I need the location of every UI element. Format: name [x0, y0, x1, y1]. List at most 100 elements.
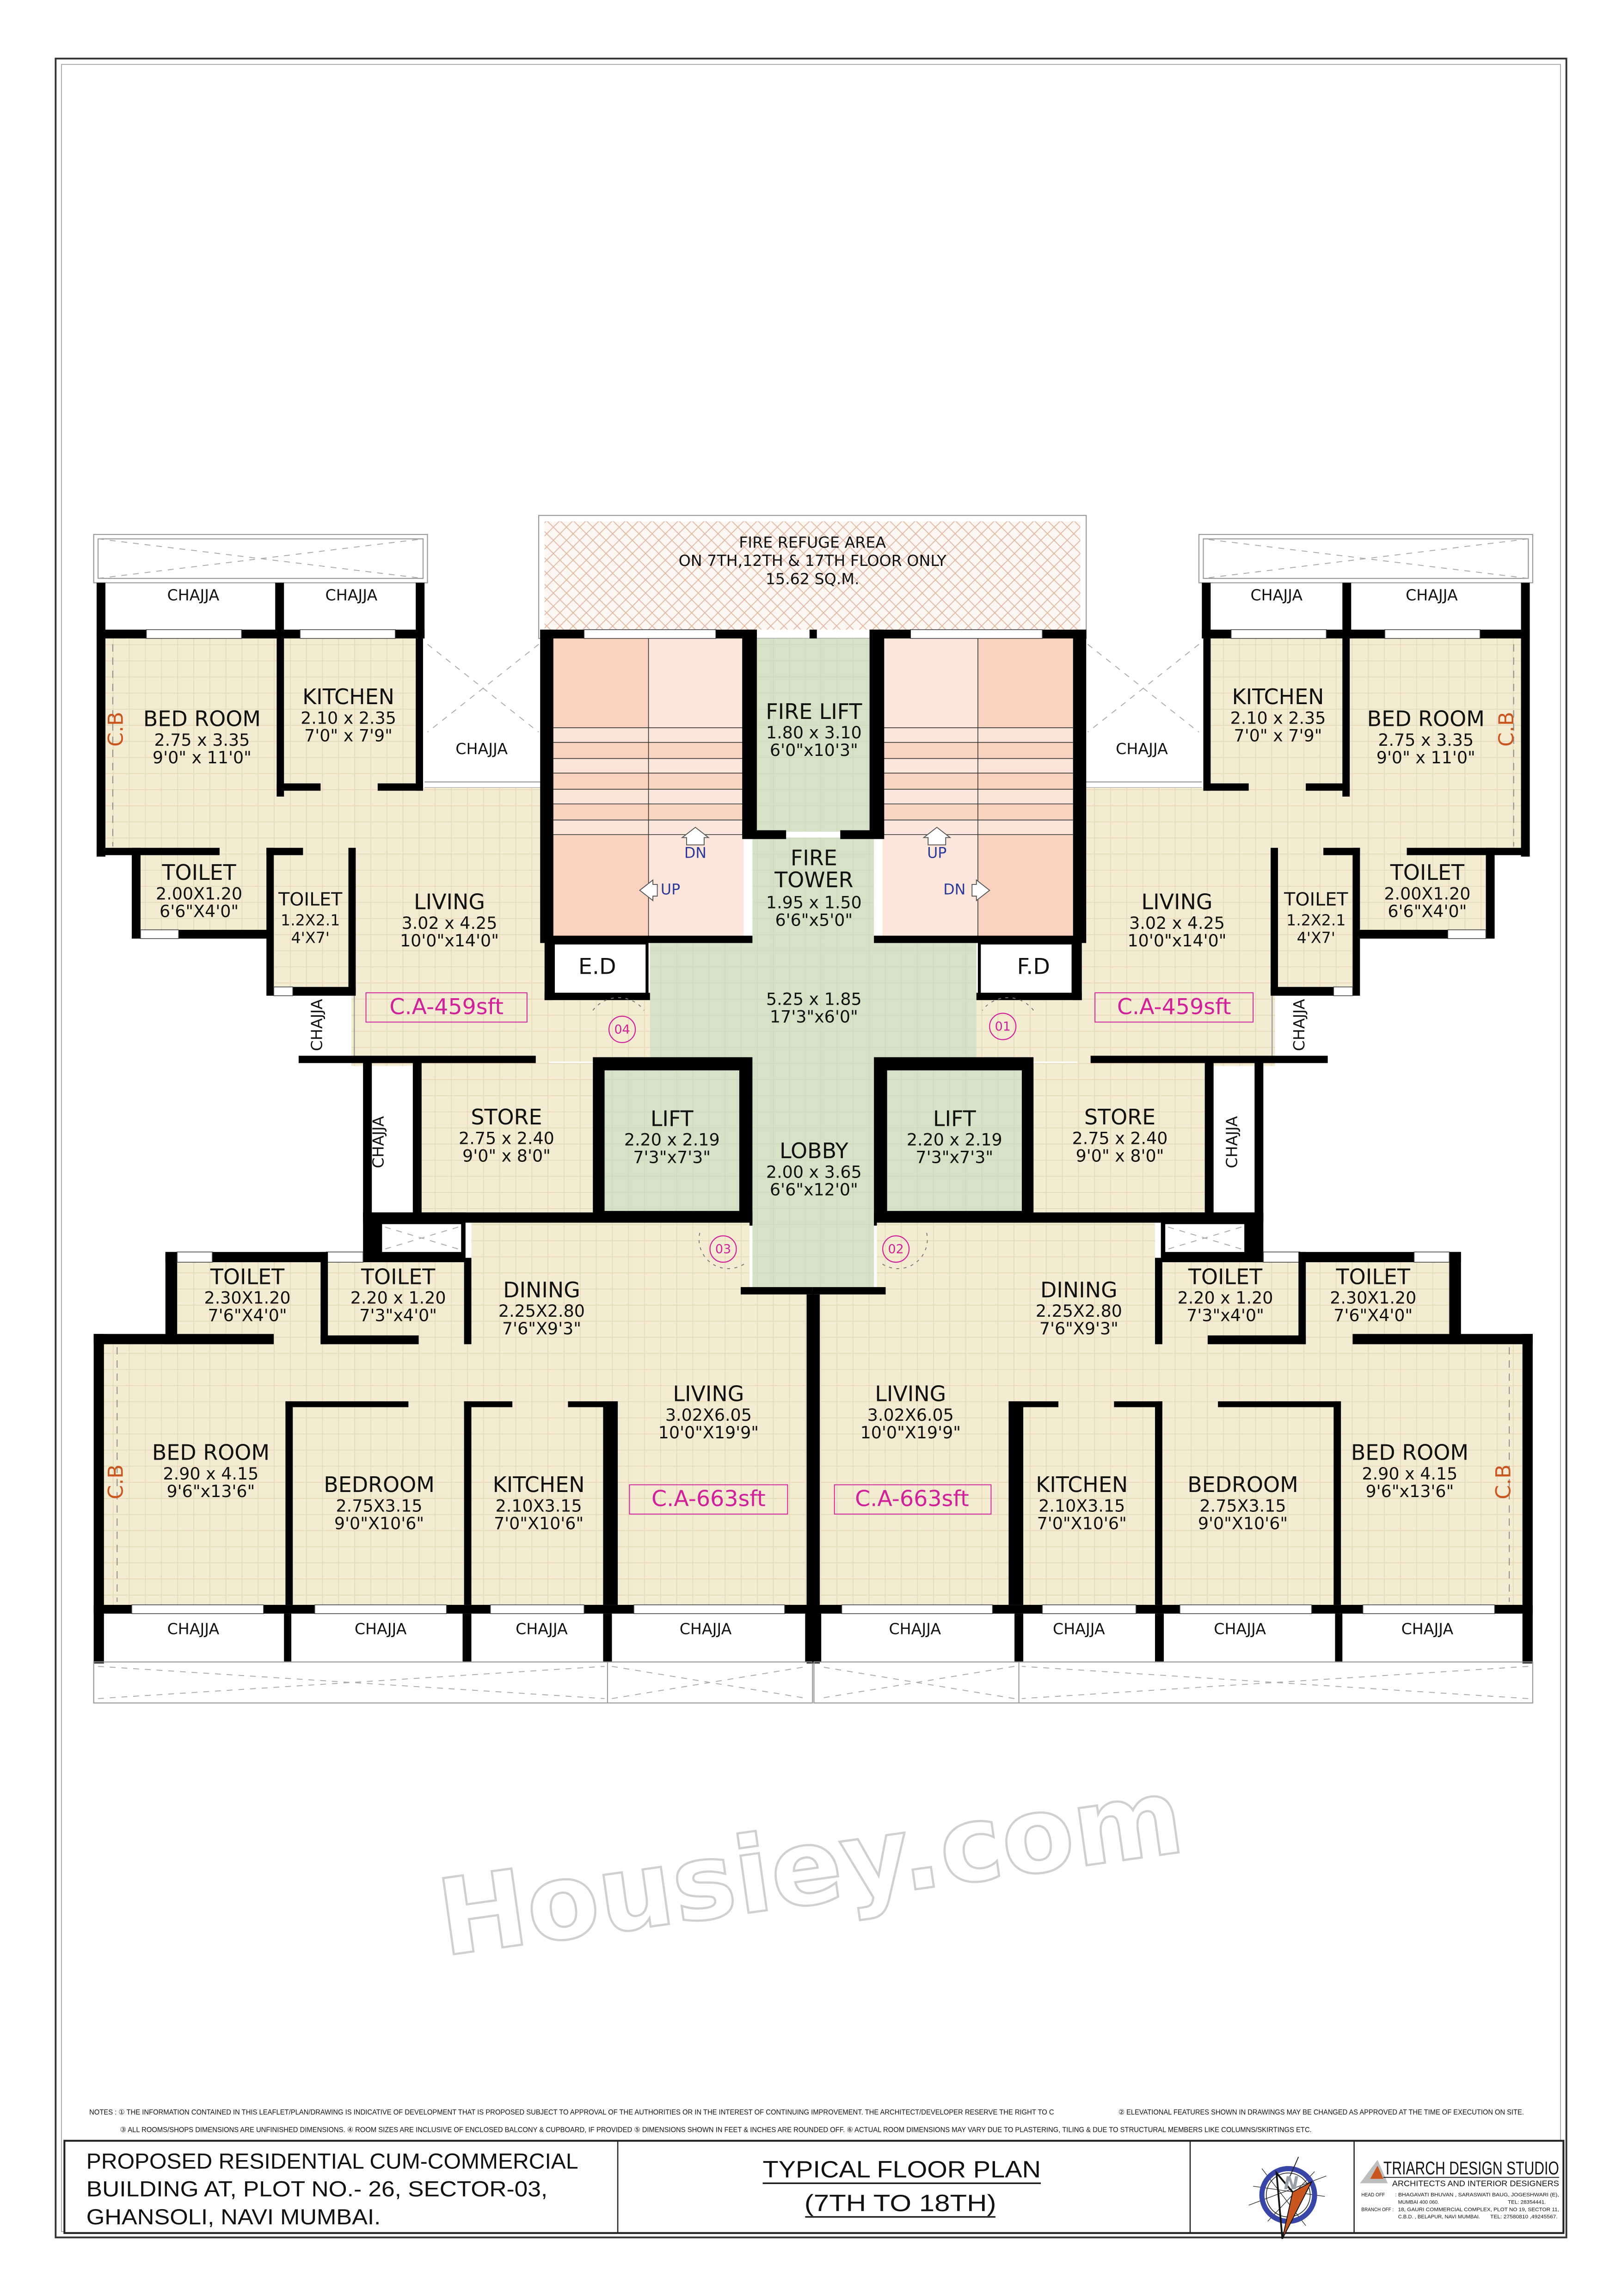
chajja-label: CHAJJA [1214, 1620, 1266, 1638]
chajja-label: CHAJJA [1401, 1620, 1454, 1638]
room-size-imperial: 9'0" x 11'0" [153, 748, 252, 767]
room-size-metric: 2.75 x 3.35 [1378, 730, 1474, 750]
room-name: BED ROOM [152, 1440, 270, 1465]
room-size-imperial: 9'0" x 11'0" [1376, 748, 1475, 767]
chajja-label: CHAJJA [308, 999, 326, 1051]
room-name: FIRE [791, 846, 837, 871]
room-size-imperial: 7'6"X4'0" [1333, 1306, 1413, 1326]
room-size-metric: 2.10 x 2.35 [1230, 708, 1326, 728]
room-size-metric: 5.25 x 1.85 [766, 989, 862, 1009]
room-size-imperial: 9'0"X10'6" [334, 1513, 424, 1533]
unit-number-badge [882, 1235, 910, 1263]
room-size-metric: 2.00X1.20 [1384, 884, 1470, 904]
room-size-imperial: 10'0"x14'0" [400, 931, 499, 951]
fire-duct-label: F.D [1017, 954, 1050, 979]
architect-tagline: ARCHITECTS AND INTERIOR DESIGNERS [1392, 2179, 1559, 2188]
room-size-metric: 2.75X3.15 [336, 1496, 422, 1516]
room-name: DINING [1040, 1277, 1118, 1302]
unit-number-badge [608, 1015, 636, 1044]
room-size-metric: 1.2X2.1 [281, 911, 340, 929]
room-size-imperial: 7'3"x4'0" [1186, 1306, 1264, 1326]
room-size-metric: 2.75 x 2.40 [459, 1128, 554, 1148]
room-size-imperial: 7'6"X9'3" [502, 1319, 581, 1338]
carpet-area-box [365, 992, 528, 1023]
room-size-metric: 2.30X1.20 [1330, 1288, 1416, 1308]
watermark: Housiey.com [430, 1754, 1190, 1980]
drawing-subtitle: (7TH TO 18TH) [805, 2190, 996, 2216]
chajja-label: CHAJJA [516, 1620, 568, 1638]
refuge-line1: FIRE REFUGE AREA [739, 533, 886, 551]
chajja-label: CHAJJA [1053, 1620, 1105, 1638]
room-name: BED ROOM [143, 706, 261, 731]
room-size-metric: 2.10X3.15 [1038, 1496, 1125, 1516]
arrow-up-icon [681, 827, 710, 846]
room-size-metric: 1.2X2.1 [1286, 911, 1346, 929]
carpet-area-label: C.A-459sft [389, 995, 504, 1020]
room-size-metric: 2.20 x 2.19 [907, 1130, 1002, 1150]
room-name: FIRE LIFT [766, 699, 862, 724]
branch-office-label: BRANCH OFF : [1361, 2207, 1394, 2212]
north-arrow-icon: N [1248, 2156, 1327, 2239]
architect-logo [1360, 2160, 1388, 2184]
room-size-metric: 2.20 x 2.19 [624, 1130, 720, 1150]
room-name: LIFT [651, 1106, 694, 1131]
room-size-metric: 2.75X3.15 [1199, 1496, 1286, 1516]
electrical-duct-label: E.D [578, 954, 616, 979]
room-name: TOILET [361, 1264, 436, 1289]
unit-number: 04 [614, 1023, 630, 1037]
unit-number: 03 [715, 1242, 731, 1257]
room-size-imperial: 6'6"x12'0" [770, 1179, 858, 1199]
room-size-imperial: 7'6"X4'0" [208, 1306, 287, 1326]
arrow-up-icon [922, 827, 952, 846]
branch-office-line2: C.B.D. , BELAPUR, NAVI MUMBAI. [1398, 2214, 1480, 2220]
room-name: LIVING [875, 1381, 946, 1406]
room-name: KITCHEN [493, 1472, 585, 1497]
room-size-metric: 2.00 x 3.65 [766, 1162, 862, 1182]
room-size-imperial: 4'X7' [1297, 929, 1335, 947]
room-size-imperial: 9'0" x 8'0" [1076, 1146, 1164, 1166]
notes: NOTES : ① THE INFORMATION CONTAINED IN T… [89, 2108, 1524, 2134]
chajja-label: CHAJJA [1406, 586, 1458, 604]
room-name-line2: TOWER [774, 867, 853, 892]
note-line1a: NOTES : ① THE INFORMATION CONTAINED IN T… [89, 2108, 1054, 2116]
room-name: STORE [471, 1105, 542, 1130]
cupboard-label: C.B [1495, 712, 1518, 746]
room-size-imperial: 9'0"X10'6" [1198, 1513, 1288, 1533]
chajja-label: CHAJJA [355, 1620, 407, 1638]
room-size-metric: 3.02X6.05 [867, 1405, 954, 1425]
room-name: LOBBY [780, 1138, 849, 1163]
floor-plan-geometry [94, 534, 1533, 1703]
chajja-label: CHAJJA [1290, 999, 1308, 1051]
room-size-imperial: 7'0" x 7'9" [304, 726, 393, 746]
room-name: TOILET [1390, 860, 1465, 885]
room-size-imperial: 9'6"x13'6" [1365, 1481, 1454, 1501]
room-size-imperial: 6'6"X4'0" [1388, 902, 1467, 921]
chajja-label: CHAJJA [455, 740, 508, 758]
chajja-label: CHAJJA [889, 1620, 941, 1638]
room-name: LIVING [1142, 890, 1213, 915]
drawing-title: TYPICAL FLOOR PLAN [763, 2156, 1041, 2182]
room-name: TOILET [1188, 1264, 1263, 1289]
room-size-metric: 2.25X2.80 [1036, 1301, 1122, 1321]
fire-refuge-area: FIRE REFUGE AREA ON 7TH,12TH & 17TH FLOO… [538, 515, 1087, 639]
room-size-imperial: 10'0"X19'9" [860, 1423, 961, 1443]
room-size-imperial: 7'0" x 7'9" [1234, 726, 1322, 746]
room-size-metric: 2.00X1.20 [156, 884, 242, 904]
arrow-right-icon [971, 879, 990, 902]
chajja-label: CHAJJA [167, 1620, 220, 1638]
title-block: PROPOSED RESIDENTIAL CUM-COMMERCIAL BUIL… [63, 2140, 1565, 2239]
room-size-metric: 2.10 x 2.35 [301, 708, 396, 728]
room-size-metric: 1.80 x 3.10 [766, 723, 862, 743]
room-name: KITCHEN [302, 684, 394, 709]
stair-direction-label: UP [661, 882, 680, 898]
chajja-label: CHAJJA [1116, 740, 1168, 758]
room-size-metric: 2.20 x 1.20 [1178, 1288, 1273, 1308]
room-size-metric: 2.75 x 3.35 [154, 730, 250, 750]
unit-number-badge [989, 1013, 1017, 1040]
note-line2: ③ ALL ROOMS/SHOPS DIMENSIONS ARE UNFINIS… [120, 2126, 1312, 2134]
room-size-imperial: 6'6"x5'0" [775, 910, 853, 930]
room-size-imperial: 7'0"X10'6" [494, 1513, 584, 1533]
room-name: BED ROOM [1367, 706, 1485, 731]
room-name: TOILET [161, 860, 236, 885]
